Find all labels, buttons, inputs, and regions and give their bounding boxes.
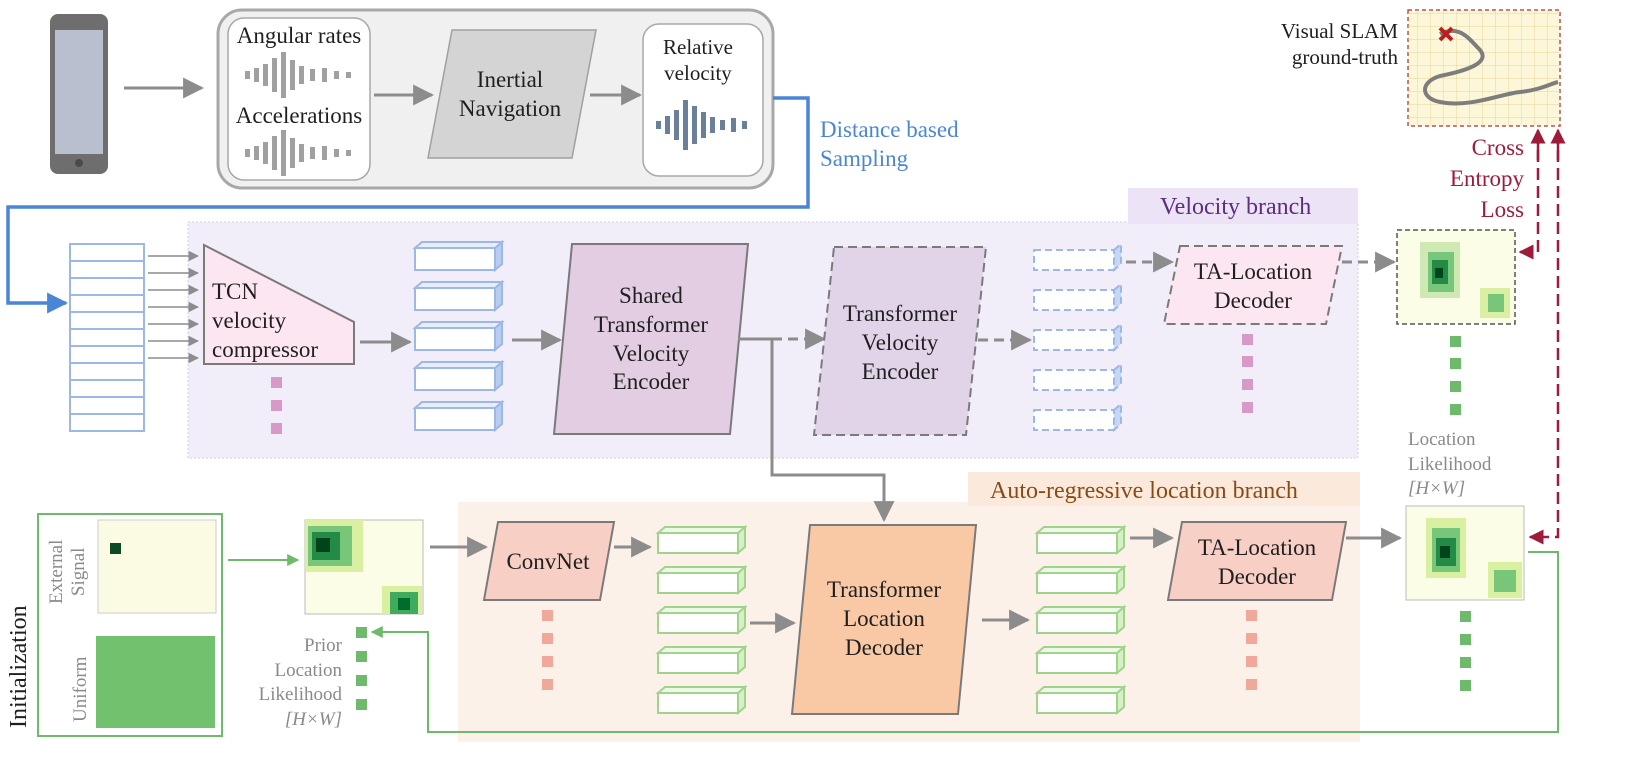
heatmap-icon <box>304 519 424 615</box>
external-signal-map <box>97 519 217 614</box>
signal-waveform-icon <box>245 52 351 98</box>
inertial-navigation-block <box>427 29 597 159</box>
heatmap-bottom-dots <box>1460 611 1471 691</box>
velocity-branch-title: Velocity branch <box>1160 194 1312 220</box>
loss-arrow-top <box>1518 132 1540 260</box>
ta-bottom-dots <box>1246 610 1257 690</box>
convnet-block <box>482 521 616 601</box>
heatmap-icon <box>1396 229 1516 325</box>
ta-top-dots <box>1242 334 1253 413</box>
loss-arrow-bottom <box>1528 132 1560 545</box>
encoded-velocity-tokens <box>1033 241 1122 433</box>
angular-rates-label: Angular rates <box>236 23 362 48</box>
velocity-branch-title-bg <box>1128 188 1358 224</box>
distance-sampling-path <box>6 96 810 314</box>
ta-location-decoder-bottom-block <box>1166 521 1348 601</box>
stack-to-tcn-arrows <box>148 250 200 364</box>
uniform-label: Uniform <box>70 656 91 722</box>
decoded-location-tokens <box>1034 524 1127 716</box>
velocity-tokens <box>412 239 505 433</box>
signal-waveform-icon <box>245 130 351 176</box>
convnet-dots <box>542 610 553 690</box>
shared-transformer-encoder-block <box>552 243 750 435</box>
velocity-sample-stack <box>69 243 145 432</box>
external-signal-point <box>110 543 121 554</box>
heatmap-icon <box>1405 505 1525 601</box>
auto-branch-title-bg <box>968 472 1360 506</box>
smartphone-icon <box>50 14 108 174</box>
transformer-location-decoder-block <box>790 524 978 715</box>
initialization-label: Initialization <box>6 605 32 728</box>
prior-dots <box>356 627 367 710</box>
imu-signal-box <box>227 17 371 181</box>
trajectory-map-icon <box>1407 9 1561 127</box>
convnet-label: ConvNet <box>506 549 590 574</box>
shared-to-decoder-arrow <box>770 339 895 523</box>
relative-velocity-box <box>642 23 764 177</box>
signal-waveform-icon <box>656 100 747 150</box>
auto-branch-title: Auto-regressive location branch <box>990 478 1298 504</box>
location-tokens <box>655 524 748 716</box>
tcn-compressor-block <box>203 243 355 365</box>
tcn-dots <box>271 377 282 434</box>
accelerations-label: Accelerations <box>235 103 363 128</box>
transformer-velocity-encoder-block <box>812 246 988 436</box>
uniform-map <box>96 636 215 728</box>
heatmap-top-dots <box>1450 336 1461 415</box>
ta-location-decoder-top-block <box>1162 245 1344 325</box>
autoregressive-feedback-loop <box>370 551 1559 733</box>
